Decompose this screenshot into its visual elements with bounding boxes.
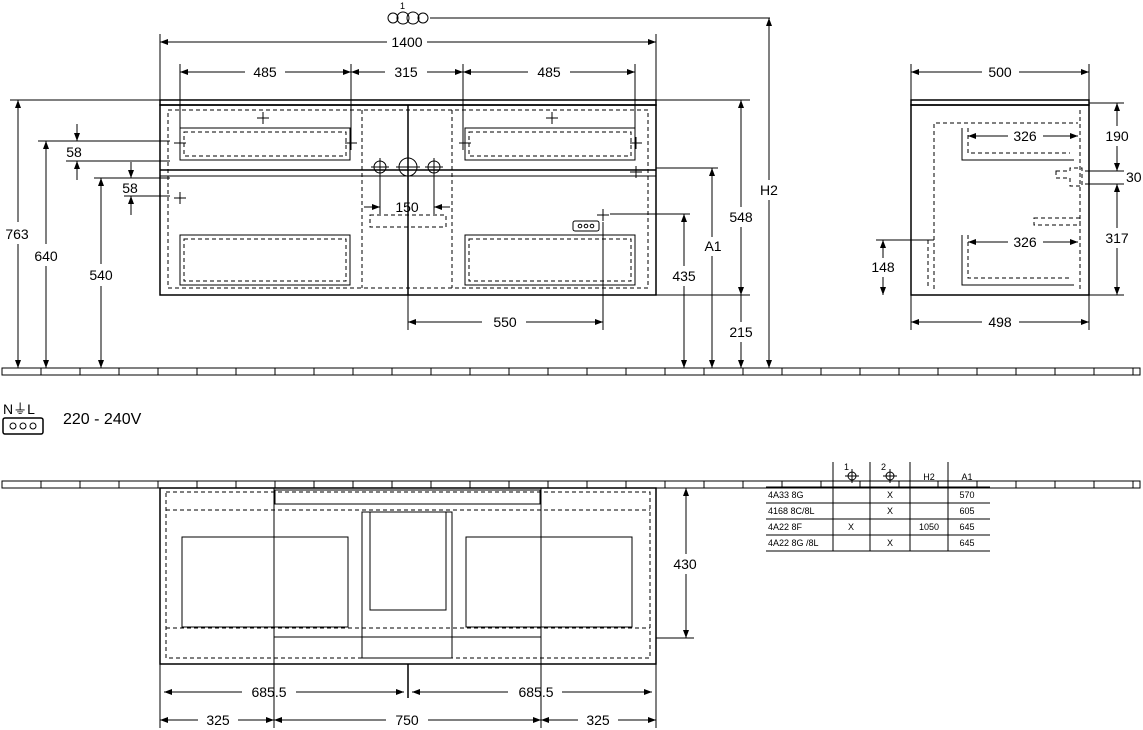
dim-height-640: 640 (34, 140, 170, 368)
label-inner-depth-upper: 326 (1013, 128, 1037, 144)
label-tap-spacing: 150 (395, 199, 419, 215)
label-height-548: 548 (729, 209, 753, 225)
dim-gap-top: 58 (66, 124, 170, 180)
front-view (159, 99, 657, 296)
dim-tap-spacing: 150 (364, 176, 450, 215)
label-h2: H2 (760, 182, 778, 198)
plan-cabinet-outline (159, 487, 657, 665)
table-header-col-2: 2 (881, 462, 886, 472)
tap-hole-markers (371, 155, 443, 179)
label-drawer-width-left: 485 (253, 64, 277, 80)
lower-drawer-left (179, 234, 351, 286)
upper-drawer-left (179, 127, 351, 161)
side-view (910, 99, 1090, 296)
label-height-317: 317 (1105, 230, 1129, 246)
table-cell: 645 (959, 522, 974, 532)
table-header-tap-icon-2: 2 (881, 462, 897, 483)
compatibility-table: 1 2 H2 A1 4A33 8G X 570 4168 8C/8L X 605… (766, 462, 990, 552)
lower-drawer-right (464, 234, 636, 286)
label-height-30: 30 (1126, 169, 1142, 185)
table-cell: X (887, 538, 893, 548)
dim-plan-depth: 430 (656, 488, 697, 639)
dim-a1: A1 (656, 167, 722, 368)
dim-total-width: 1400 (159, 34, 657, 100)
table-cell: 4A22 8F (768, 522, 803, 532)
table-header-col-1: 1 (844, 462, 849, 472)
label-height-148: 148 (871, 259, 895, 275)
dim-height-148: 148 (871, 239, 934, 295)
electrical-symbol-label: N⏚L (3, 401, 35, 417)
label-side-right: 325 (586, 712, 610, 728)
label-plan-depth: 430 (673, 556, 697, 572)
dim-inner-depth-lower: 326 (968, 234, 1078, 250)
dim-height-540: 540 (89, 177, 170, 368)
label-height-763: 763 (5, 226, 29, 242)
label-half-right: 685.5 (518, 684, 553, 700)
table-cell: 4A33 8G (768, 490, 804, 500)
label-height-640: 640 (34, 248, 58, 264)
dim-h2: H2 (760, 18, 778, 368)
dim-socket-offset: 550 (407, 222, 604, 330)
label-total-width: 1400 (391, 34, 422, 50)
dim-height-317: 317 (1089, 184, 1129, 296)
label-side-depth-bottom: 498 (988, 314, 1012, 330)
dim-gap-mid: 58 (122, 162, 170, 215)
label-middle-width: 315 (394, 64, 418, 80)
label-height-215: 215 (729, 324, 753, 340)
dim-side-depth-top: 500 (910, 64, 1090, 100)
label-half-left: 685.5 (251, 684, 286, 700)
table-cell: X (887, 506, 893, 516)
table-cell: 645 (959, 538, 974, 548)
table-header-a1: A1 (961, 472, 972, 482)
table-cell: 4A22 8G /8L (768, 538, 819, 548)
dim-inner-depth-upper: 326 (968, 128, 1078, 144)
floor-line-top (1, 367, 1141, 376)
table-cell: X (887, 490, 893, 500)
table-cell: X (848, 522, 854, 532)
socket-symbol (572, 220, 600, 232)
label-drawer-width-right: 485 (537, 64, 561, 80)
dim-height-763: 763 (5, 99, 160, 368)
dim-drawer-widths: 485 315 485 (179, 64, 636, 150)
table-cell: 1050 (919, 522, 939, 532)
label-gap-mid: 58 (122, 180, 138, 196)
table-cell: 605 (959, 506, 974, 516)
table-header-h2: H2 (923, 472, 935, 482)
label-height-190: 190 (1105, 128, 1129, 144)
dim-height-190: 190 (1085, 102, 1129, 172)
table-cell: 570 (959, 490, 974, 500)
label-a1: A1 (704, 238, 721, 254)
label-side-left: 325 (206, 712, 230, 728)
dim-plan-halves: 685.5 685.5 (159, 664, 657, 728)
dim-height-435: 435 (610, 213, 696, 368)
label-height-540: 540 (89, 267, 113, 283)
tap-callout-number: 1 (400, 1, 405, 11)
plan-view (159, 487, 657, 698)
voltage-label: 220 - 240V (63, 411, 142, 428)
tap-callout-icon: 1 (387, 1, 770, 25)
table-header-tap-icon-1: 1 (844, 462, 859, 483)
dim-plan-segments: 325 750 325 (160, 637, 656, 728)
label-inner-depth-lower: 326 (1013, 234, 1037, 250)
side-cabinet-body (910, 104, 1090, 296)
label-center: 750 (395, 712, 419, 728)
dim-height-548-215: 548 215 (656, 99, 753, 368)
label-socket-offset: 550 (493, 314, 517, 330)
electrical-socket-legend: N⏚L 220 - 240V (2, 401, 142, 435)
label-gap-top: 58 (66, 144, 82, 160)
label-height-435: 435 (672, 268, 696, 284)
upper-drawer-right (464, 127, 636, 161)
dim-side-depth-bottom: 498 (910, 295, 1090, 330)
table-cell: 4168 8C/8L (768, 506, 815, 516)
label-side-depth-top: 500 (988, 64, 1012, 80)
